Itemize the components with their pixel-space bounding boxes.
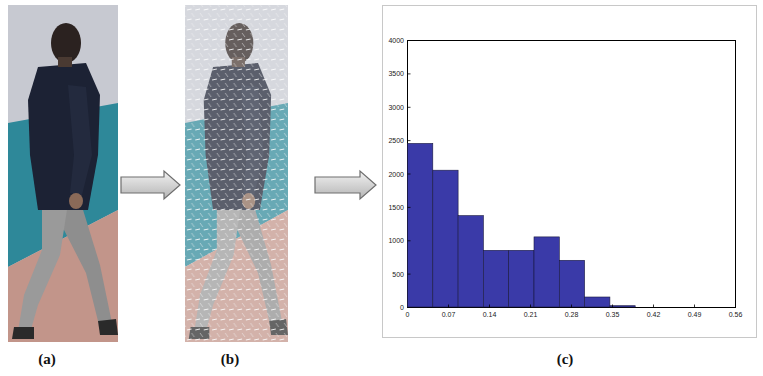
histogram (383, 6, 757, 338)
x-tick-label: 0.35 (606, 311, 620, 318)
y-tick-label: 500 (392, 271, 404, 278)
x-tick-label: 0.07 (442, 311, 456, 318)
y-tick-label: 3000 (388, 104, 404, 111)
y-tick-label: 4000 (388, 37, 404, 44)
photo-a (8, 5, 118, 342)
x-tick-label: 0.14 (483, 311, 497, 318)
panel-label: (a) (38, 352, 56, 367)
y-tick-label: 2500 (388, 137, 404, 144)
block-arrow (121, 171, 180, 199)
block-arrow (315, 171, 376, 199)
x-tick-label: 0.28 (565, 311, 579, 318)
x-tick-label: 0 (406, 311, 410, 318)
panel-label: (b) (221, 352, 239, 367)
panel-label: (c) (557, 352, 574, 367)
photo-b-flow (185, 5, 288, 342)
y-tick-label: 1500 (388, 204, 404, 211)
y-tick-label: 3500 (388, 70, 404, 77)
x-tick-label: 0.49 (688, 311, 702, 318)
x-tick-label: 0.21 (524, 311, 538, 318)
y-tick-label: 2000 (388, 171, 404, 178)
x-tick-label: 0.42 (647, 311, 661, 318)
x-tick-label: 0.56 (729, 311, 743, 318)
histogram-frame: (c) (382, 5, 757, 338)
flow-photo-frame: (b) (185, 5, 288, 342)
y-tick-label: 1000 (388, 237, 404, 244)
y-tick-label: 0 (400, 304, 404, 311)
photo-frame: (a) (8, 5, 118, 342)
